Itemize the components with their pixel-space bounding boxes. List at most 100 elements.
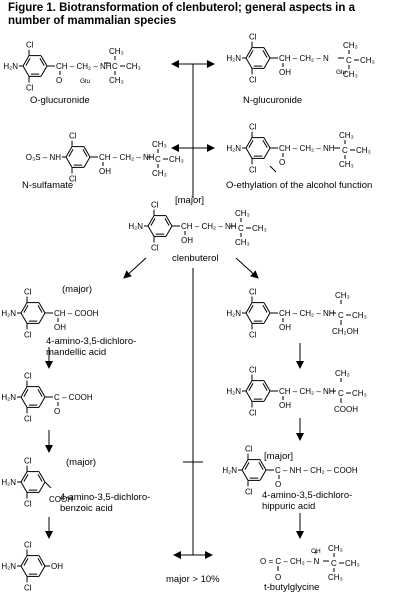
ch3-label: CH₃ bbox=[352, 311, 367, 320]
chain-substituent: OH bbox=[181, 236, 193, 245]
h-label: OH bbox=[311, 548, 321, 555]
side-chain: CH – CH₂ – NH bbox=[56, 62, 112, 71]
ring-bond bbox=[241, 459, 249, 471]
ring-double-bond bbox=[37, 389, 43, 397]
label-mandelic-1: 4-amino-3,5-dichloro- bbox=[46, 336, 136, 347]
ring-double-bond bbox=[25, 58, 31, 66]
ch3-label: CH₃ bbox=[360, 56, 375, 65]
glu-label: Glu bbox=[80, 78, 91, 85]
ring-bond bbox=[263, 147, 271, 159]
ch3-label: CH₃ bbox=[152, 140, 167, 149]
amine-label: H₂N bbox=[1, 393, 16, 402]
ch3-label: CH₃ bbox=[152, 169, 167, 178]
cl-atom: Cl bbox=[249, 165, 257, 174]
cl-atom: Cl bbox=[249, 123, 257, 132]
ch3-label: CH₃ bbox=[356, 146, 371, 155]
amine-label: H₂N bbox=[226, 144, 241, 153]
ring-bond bbox=[263, 57, 271, 69]
ring-double-bond bbox=[262, 50, 268, 58]
ring-bond bbox=[38, 396, 46, 408]
cl-atom: Cl bbox=[24, 457, 32, 466]
cl-atom: Cl bbox=[24, 330, 32, 339]
ch3-label: CH₃ bbox=[235, 209, 250, 218]
ring-bond bbox=[40, 65, 48, 77]
ring-bond bbox=[20, 302, 28, 314]
amine-label: O₃S – NH bbox=[26, 153, 61, 162]
chain-substituent: O bbox=[56, 76, 62, 85]
ring-bond bbox=[20, 386, 28, 398]
label-major-note: major > 10% bbox=[166, 574, 220, 585]
amine-label: H₂N bbox=[128, 222, 143, 231]
label-hippuric-1: 4-amino-3,5-dichloro- bbox=[262, 490, 352, 501]
chain-substituent: OH bbox=[279, 401, 291, 410]
label-o-glucuronide: O-glucuronide bbox=[30, 95, 90, 106]
cl-atom: Cl bbox=[249, 33, 257, 42]
side-chain: CH – CH₂ – NH bbox=[279, 309, 335, 318]
cl-atom: Cl bbox=[26, 41, 34, 50]
ring-bond bbox=[263, 47, 271, 59]
label-major-hippuric: [major] bbox=[264, 451, 293, 462]
ring-bond bbox=[259, 459, 267, 471]
ring-bond bbox=[245, 47, 253, 59]
cl-atom: Cl bbox=[249, 288, 257, 297]
label-major-benzoic: (major) bbox=[66, 457, 96, 468]
cl-atom: Cl bbox=[24, 288, 32, 297]
side-chain: C – COOH bbox=[54, 393, 93, 402]
ring-bond bbox=[38, 555, 46, 567]
ring-double-bond bbox=[244, 462, 250, 470]
c-atom: C bbox=[338, 389, 344, 398]
label-benzoic-2: benzoic acid bbox=[60, 503, 113, 514]
cl-atom: Cl bbox=[245, 445, 253, 454]
side-chain: CH – CH₂ – N bbox=[279, 54, 329, 63]
ring-bond bbox=[38, 565, 46, 577]
ring-bond bbox=[245, 302, 253, 314]
ring-bond bbox=[245, 57, 253, 69]
ring-bond bbox=[259, 469, 267, 481]
side-chain: CH – CH₂ – NH bbox=[99, 153, 155, 162]
ring-double-bond bbox=[37, 474, 43, 482]
ring-bond bbox=[38, 386, 46, 398]
glu-label: Glu bbox=[336, 69, 347, 76]
cl-atom: Cl bbox=[249, 75, 257, 84]
cooh-label: COOH bbox=[49, 495, 73, 504]
chain-substituent: OH bbox=[279, 323, 291, 332]
ring-bond bbox=[38, 302, 46, 314]
arrow-left-branch bbox=[123, 257, 147, 279]
chain-substituent: OH bbox=[99, 167, 111, 176]
tbutyl-c: C bbox=[331, 559, 337, 568]
cl-atom: Cl bbox=[151, 201, 159, 210]
amine-label: H₂N bbox=[1, 478, 16, 487]
amine-label: H₂N bbox=[1, 309, 16, 318]
tbutyl-c: C bbox=[238, 224, 244, 233]
cl-atom: Cl bbox=[24, 372, 32, 381]
c-atom: C bbox=[338, 311, 344, 320]
ring-bond bbox=[245, 312, 253, 324]
ch3-label: CH₃ bbox=[339, 160, 354, 169]
ch3-label: CH₃ bbox=[235, 238, 250, 247]
ch3-label: CH₃ bbox=[343, 41, 358, 50]
ring-bond bbox=[147, 225, 155, 237]
ring-double-bond bbox=[262, 383, 268, 391]
ch3-label: CH₃ bbox=[126, 62, 141, 71]
ring-bond bbox=[263, 312, 271, 324]
ch3-label: CH₃ bbox=[343, 70, 358, 79]
amine-label: H₂N bbox=[3, 62, 18, 71]
label-mandelic-2: mandellic acid bbox=[46, 347, 106, 358]
ring-double-bond bbox=[68, 149, 74, 157]
ring-double-bond bbox=[164, 218, 170, 226]
ring-bond bbox=[20, 565, 28, 577]
ring-bond bbox=[38, 471, 46, 483]
cl-atom: Cl bbox=[69, 174, 77, 183]
ring-double-bond bbox=[248, 383, 254, 391]
ring-bond bbox=[22, 65, 30, 77]
compound-labels: O-glucuronide N-glucuronide N-sulfamate … bbox=[22, 95, 372, 593]
cl-atom: Cl bbox=[24, 541, 32, 550]
label-n-sulfamate: N-sulfamate bbox=[22, 180, 73, 191]
ring-double-bond bbox=[23, 305, 29, 313]
side-chain: CH – COOH bbox=[54, 309, 99, 318]
side-chain: CH – CH₂ – NH bbox=[279, 387, 335, 396]
side-chain: CH – CH₂ – NH bbox=[279, 144, 335, 153]
tbutyl-c: C bbox=[346, 56, 352, 65]
plus-sign: + bbox=[314, 550, 318, 557]
